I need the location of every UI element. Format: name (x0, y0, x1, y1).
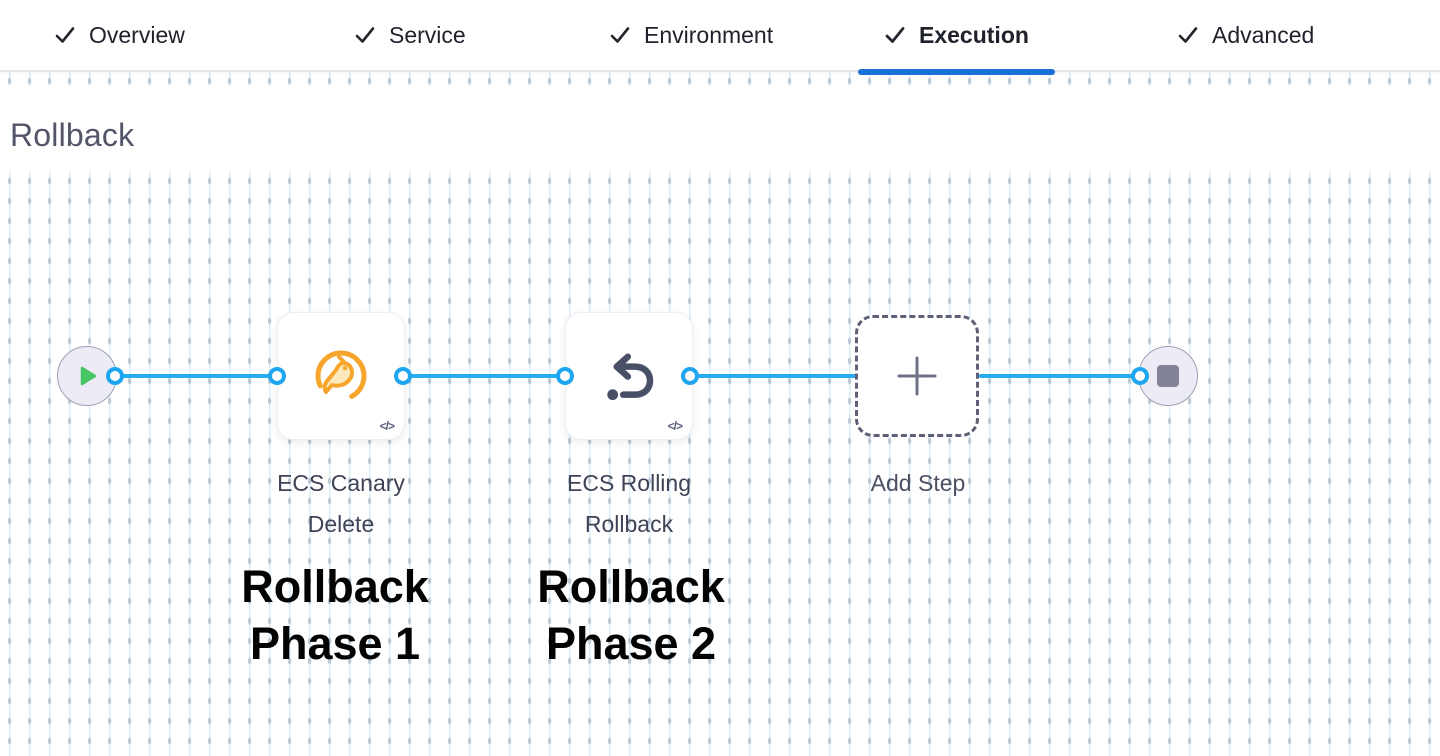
tab-overview[interactable]: Overview (54, 0, 185, 70)
tab-label: Environment (644, 21, 774, 48)
connector-port[interactable] (106, 367, 124, 385)
pipeline-canvas: Rollback </> </> (0, 72, 1440, 756)
stop-icon (1157, 365, 1179, 387)
tab-label: Service (389, 21, 466, 48)
code-template-icon[interactable]: </> (379, 419, 395, 433)
connector-port[interactable] (394, 367, 412, 385)
check-icon (885, 27, 905, 43)
connector-port[interactable] (268, 367, 286, 385)
connector-line (979, 374, 1140, 378)
step-card-ecs-rolling-rollback[interactable]: </> (565, 312, 693, 440)
rolling-rollback-icon (607, 353, 654, 401)
connector-port[interactable] (556, 367, 574, 385)
tab-label: Overview (89, 21, 185, 48)
section-title-band: Rollback (0, 86, 1440, 171)
add-step-label[interactable]: Add Step (870, 470, 966, 496)
plus-icon (897, 356, 937, 396)
code-template-icon[interactable]: </> (667, 419, 683, 433)
add-step-button[interactable] (855, 315, 979, 437)
check-icon (55, 27, 75, 43)
section-title: Rollback (10, 117, 135, 153)
connector-port[interactable] (681, 367, 699, 385)
tab-service[interactable]: Service (354, 0, 466, 70)
check-icon (1178, 27, 1198, 43)
connector-port[interactable] (1131, 367, 1149, 385)
annotation-rollback-phase-1: Rollback Phase 1 (241, 561, 429, 669)
check-icon (610, 27, 630, 43)
tab-environment[interactable]: Environment (609, 0, 773, 70)
annotation-rollback-phase-2: Rollback Phase 2 (537, 561, 725, 669)
canary-delete-icon (315, 350, 367, 402)
wizard-tab-bar: Overview Service Environment Execution A… (0, 0, 1440, 75)
step-label-ecs-canary-delete[interactable]: ECS Canary Delete (277, 470, 405, 537)
step-label-ecs-rolling-rollback[interactable]: ECS Rolling Rollback (567, 470, 691, 537)
play-icon (80, 366, 97, 386)
tab-label: Execution (919, 21, 1029, 48)
step-card-ecs-canary-delete[interactable]: </> (277, 312, 405, 440)
tab-label: Advanced (1212, 21, 1315, 48)
tab-execution[interactable]: Execution (858, 0, 1055, 75)
check-icon (355, 27, 375, 43)
connector-line (403, 374, 565, 378)
connector-line (690, 374, 857, 378)
tab-advanced[interactable]: Advanced (1177, 0, 1314, 70)
connector-line (115, 374, 277, 378)
